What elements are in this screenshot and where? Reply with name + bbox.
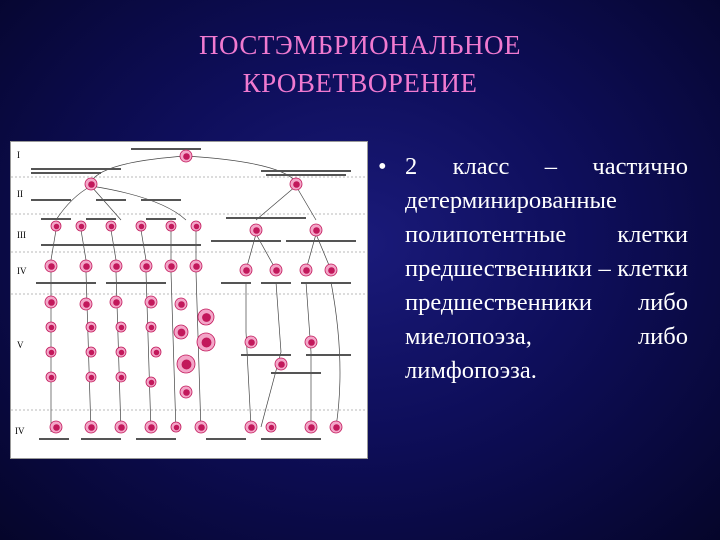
cell-nucleus bbox=[273, 267, 280, 274]
cell-nucleus bbox=[248, 424, 255, 431]
cell-nucleus bbox=[173, 424, 180, 431]
cell-nucleus bbox=[268, 424, 275, 431]
cell-nucleus bbox=[148, 324, 155, 331]
cell-nucleus bbox=[153, 349, 160, 356]
class-label-2: II bbox=[17, 189, 23, 199]
cell-nucleus bbox=[78, 223, 85, 230]
class-label-5: V bbox=[17, 340, 24, 350]
class-label-3: III bbox=[17, 230, 26, 240]
cell-group bbox=[44, 149, 343, 434]
slide-title: ПОСТЭМБРИОНАЛЬНОЕ КРОВЕТВОРЕНИЕ bbox=[0, 26, 720, 102]
cell-nucleus bbox=[248, 339, 255, 346]
hematopoiesis-diagram: I II III IV V IV bbox=[10, 141, 368, 459]
cell-nucleus bbox=[88, 424, 95, 431]
cell-nucleus bbox=[198, 424, 205, 431]
cell-nucleus bbox=[333, 424, 340, 431]
cell-nucleus bbox=[181, 359, 192, 370]
bullet-text: 2 класс – частично детерминированные пол… bbox=[405, 153, 688, 384]
cell-nucleus bbox=[88, 324, 95, 331]
class-label-1: I bbox=[17, 150, 20, 160]
cell-nucleus bbox=[148, 299, 155, 306]
cell-nucleus bbox=[48, 349, 55, 356]
bullet-list: • 2 класс – частично детерминированные п… bbox=[378, 150, 688, 388]
cell-nucleus bbox=[118, 374, 125, 381]
cell-nucleus bbox=[183, 153, 190, 160]
cell-nucleus bbox=[193, 263, 200, 270]
cell-nucleus bbox=[53, 223, 60, 230]
cell-nucleus bbox=[303, 267, 310, 274]
cell-nucleus bbox=[148, 379, 155, 386]
class-label-4: IV bbox=[17, 266, 27, 276]
cell-nucleus bbox=[88, 349, 95, 356]
cell-nucleus bbox=[113, 263, 120, 270]
cell-nucleus bbox=[253, 227, 260, 234]
cell-nucleus bbox=[308, 339, 315, 346]
cell-nucleus bbox=[177, 328, 186, 337]
cell-nucleus bbox=[143, 263, 150, 270]
cell-nucleus bbox=[178, 301, 185, 308]
title-line-1: ПОСТЭМБРИОНАЛЬНОЕ bbox=[199, 30, 521, 60]
cell-nucleus bbox=[193, 223, 200, 230]
cell-nucleus bbox=[308, 424, 315, 431]
cell-nucleus bbox=[48, 299, 55, 306]
cell-nucleus bbox=[48, 374, 55, 381]
cell-nucleus bbox=[83, 301, 90, 308]
cell-nucleus bbox=[138, 223, 145, 230]
cell-nucleus bbox=[313, 227, 320, 234]
cell-nucleus bbox=[118, 349, 125, 356]
cell-nucleus bbox=[278, 361, 285, 368]
bullet-marker: • bbox=[378, 153, 387, 180]
cell-nucleus bbox=[183, 389, 190, 396]
cell-nucleus bbox=[88, 374, 95, 381]
class-label-6: IV bbox=[15, 426, 25, 436]
cell-nucleus bbox=[53, 424, 60, 431]
cell-nucleus bbox=[328, 267, 335, 274]
cell-nucleus bbox=[118, 324, 125, 331]
cell-nucleus bbox=[88, 181, 95, 188]
diagram-drawing: I II III IV V IV bbox=[11, 148, 367, 440]
cell-nucleus bbox=[48, 324, 55, 331]
cell-nucleus bbox=[113, 299, 120, 306]
cell-nucleus bbox=[293, 181, 300, 188]
cell-nucleus bbox=[108, 223, 115, 230]
cell-nucleus bbox=[148, 424, 155, 431]
cell-nucleus bbox=[83, 263, 90, 270]
cell-nucleus bbox=[202, 313, 211, 322]
cell-nucleus bbox=[118, 424, 125, 431]
cell-nucleus bbox=[201, 337, 212, 348]
cell-nucleus bbox=[168, 223, 175, 230]
cell-nucleus bbox=[168, 263, 175, 270]
cell-nucleus bbox=[48, 263, 55, 270]
title-line-2: КРОВЕТВОРЕНИЕ bbox=[242, 68, 478, 98]
cell-nucleus bbox=[243, 267, 250, 274]
